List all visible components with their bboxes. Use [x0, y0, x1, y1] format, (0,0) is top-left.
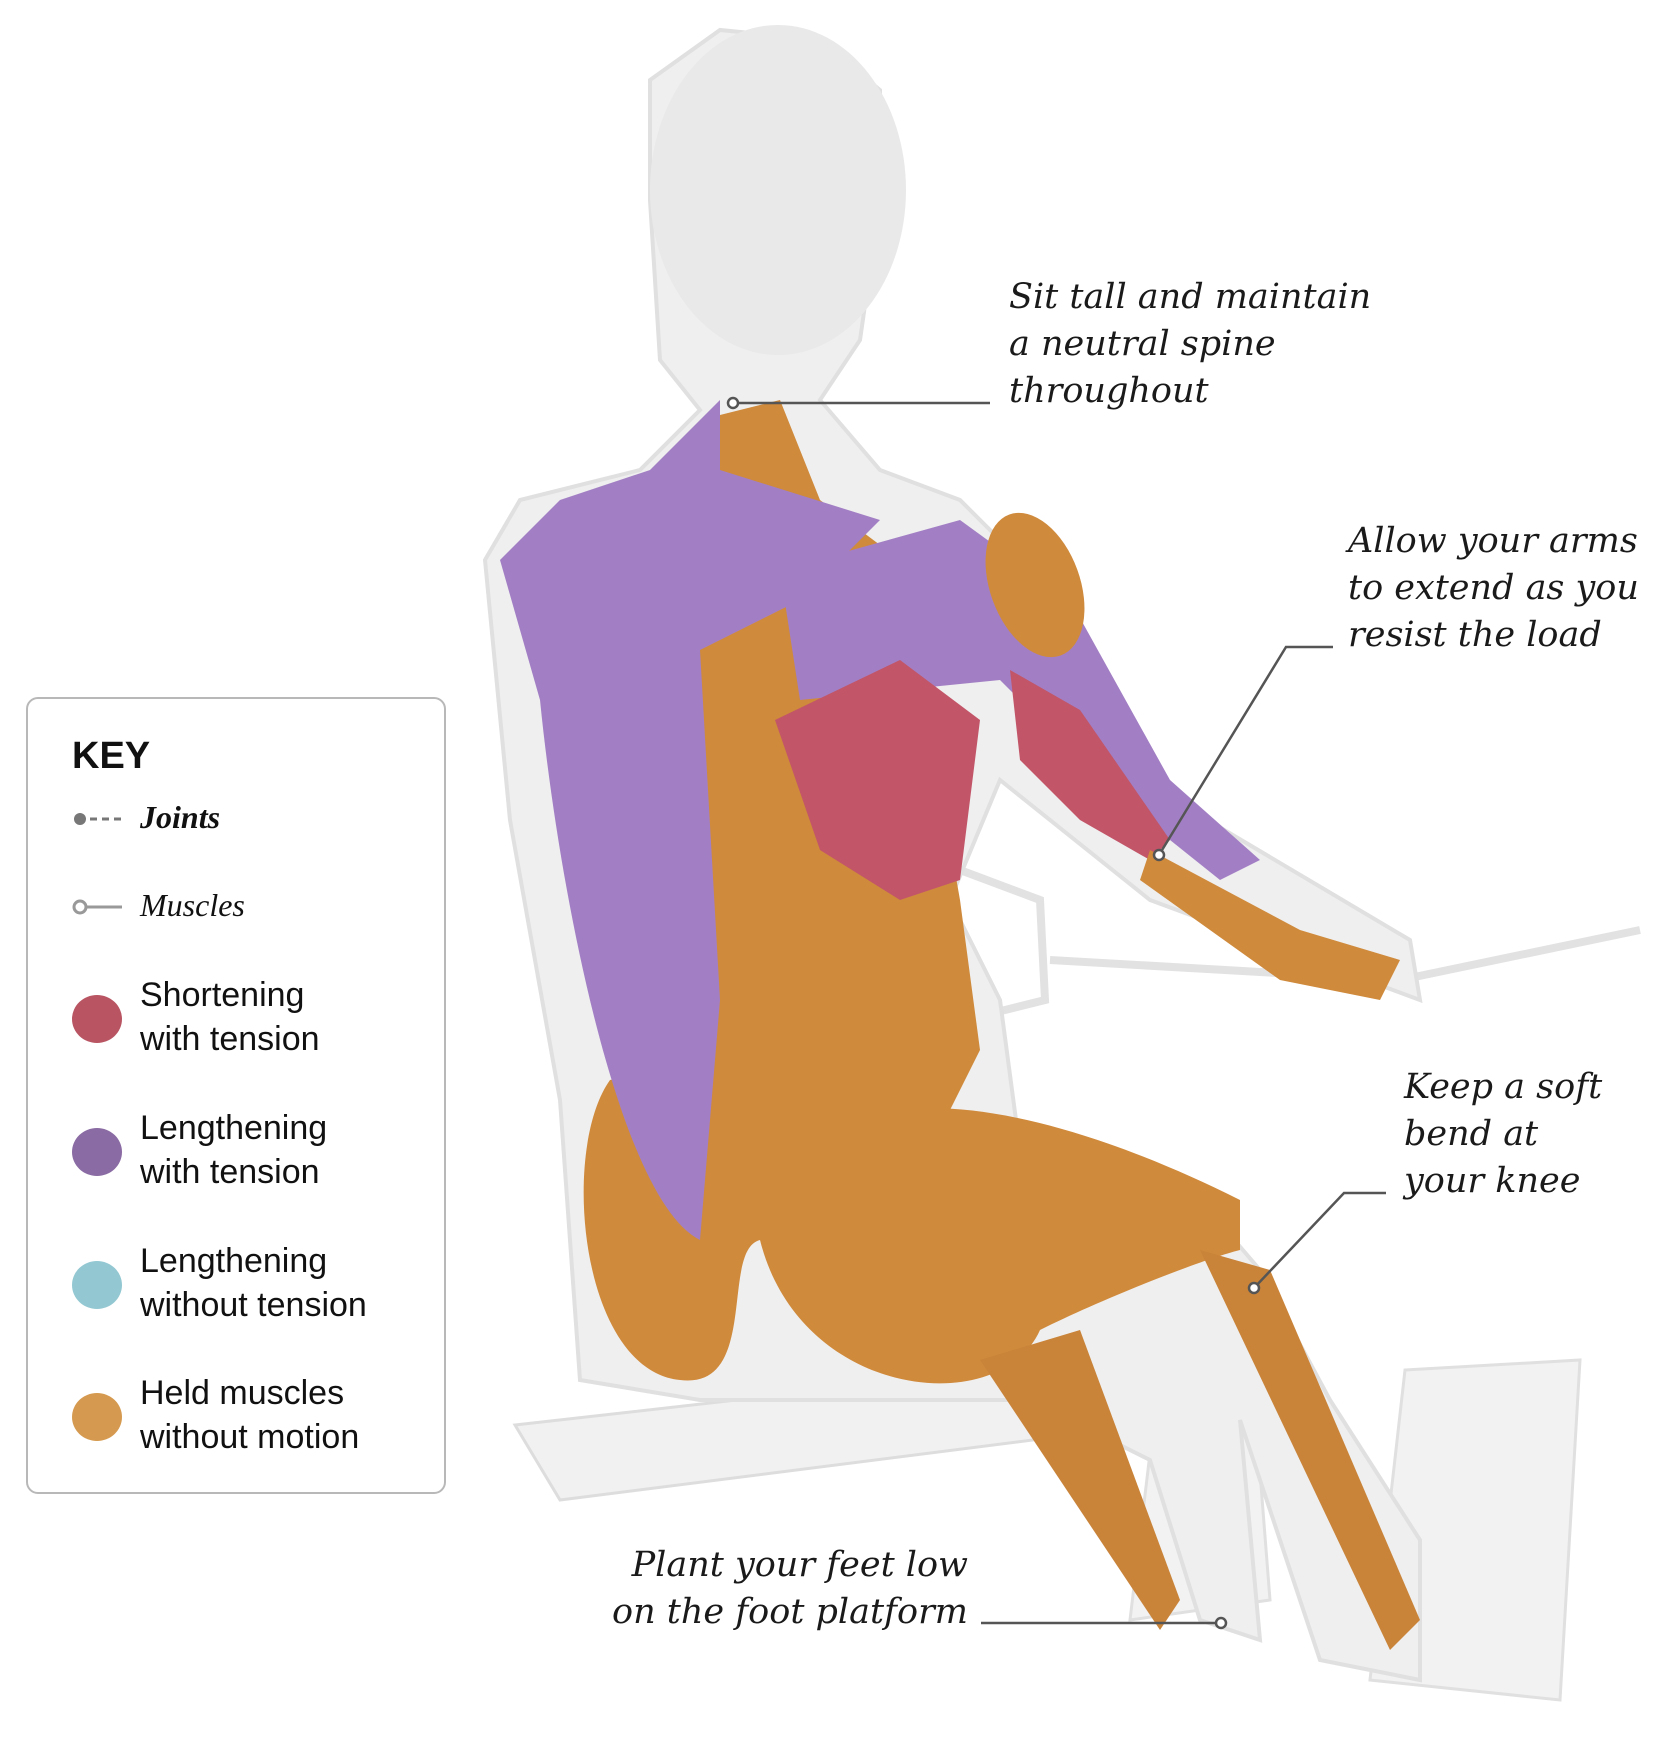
- key-item-line: Shortening: [140, 976, 305, 1014]
- key-item-line: without tension: [140, 1286, 367, 1324]
- key-title: KEY: [72, 735, 151, 777]
- head: [650, 25, 906, 355]
- shortening-muscles-rhomboid: [775, 660, 980, 900]
- held-muscles-glutes: [583, 1070, 1240, 1384]
- annotation-line: Keep a soft: [1404, 1067, 1603, 1107]
- knee-leader-line: [1253, 1191, 1386, 1289]
- key-item-lengthening-tension: Lengthening with tension: [72, 1106, 432, 1196]
- annotation-line: Plant your feet low: [631, 1545, 968, 1585]
- annotation-knee: Keep a soft bend at your knee: [1404, 1064, 1602, 1205]
- arms-leader-line: [1157, 645, 1333, 856]
- annotation-line: to extend as you: [1348, 568, 1639, 608]
- held-muscles-leg-left: [980, 1330, 1180, 1630]
- lengthening-muscles-back: [500, 400, 880, 1240]
- shortening-muscles-arm: [1010, 670, 1170, 860]
- purple-swatch-icon: [72, 1128, 122, 1176]
- blue-swatch-icon: [72, 1261, 122, 1309]
- annotation-line: your knee: [1404, 1161, 1581, 1201]
- held-muscles-leg-right: [1200, 1250, 1420, 1650]
- red-swatch-icon: [72, 995, 122, 1043]
- key-legend: KEY Joints Muscles Shortening with tensio…: [26, 697, 446, 1494]
- arm-muscle-marker: [1152, 848, 1166, 862]
- annotation-line: throughout: [1009, 371, 1209, 411]
- annotation-line: on the foot platform: [612, 1592, 968, 1632]
- key-item-line: without motion: [140, 1418, 360, 1456]
- joint-dashed-line-icon: [74, 813, 122, 825]
- key-item-line: Held muscles: [140, 1374, 345, 1412]
- key-muscles: Muscles: [72, 887, 432, 937]
- foot-joint-marker: [1214, 1616, 1228, 1630]
- annotation-line: a neutral spine: [1009, 324, 1276, 364]
- spine-joint-marker: [726, 396, 740, 410]
- annotation-arms: Allow your arms to extend as you resist …: [1348, 518, 1639, 659]
- orange-swatch-icon: [72, 1393, 122, 1441]
- joints-label: Joints: [140, 799, 221, 835]
- annotation-line: bend at: [1404, 1114, 1539, 1154]
- key-joints: Joints: [72, 799, 432, 849]
- key-item-line: Lengthening: [140, 1242, 328, 1280]
- annotation-feet: Plant your feet low on the foot platform: [612, 1542, 968, 1636]
- held-muscles-forearm: [1140, 850, 1400, 1000]
- leader-lines: [733, 401, 1386, 1625]
- key-item-line: Lengthening: [140, 1109, 328, 1147]
- muscles-label: Muscles: [140, 887, 245, 923]
- annotation-spine: Sit tall and maintain a neutral spine th…: [1009, 274, 1371, 415]
- key-item-held: Held muscles without motion: [72, 1371, 432, 1461]
- key-item-line: with tension: [140, 1153, 320, 1191]
- knee-joint-marker: [1247, 1281, 1261, 1295]
- muscle-solid-line-icon: [72, 899, 122, 915]
- annotation-line: resist the load: [1348, 615, 1602, 655]
- key-item-shortening: Shortening with tension: [72, 973, 432, 1063]
- annotation-line: Allow your arms: [1348, 521, 1638, 561]
- joint-markers: [726, 396, 1261, 1630]
- annotation-line: Sit tall and maintain: [1009, 277, 1372, 317]
- held-muscles-deltoid: [985, 512, 1085, 658]
- key-item-line: with tension: [140, 1020, 320, 1058]
- key-item-lengthening-no-tension: Lengthening without tension: [72, 1239, 432, 1329]
